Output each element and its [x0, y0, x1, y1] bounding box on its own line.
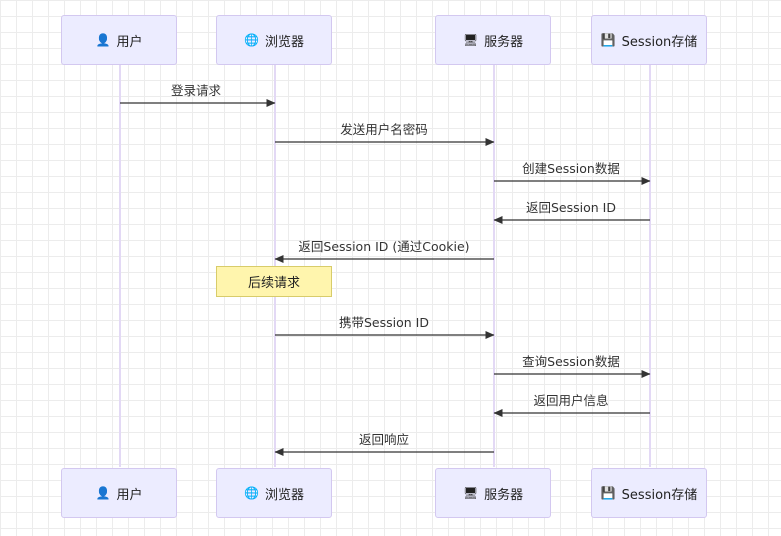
participant-browser-bottom: 🌐 浏览器 — [216, 468, 332, 518]
participant-label: 服务器 — [484, 34, 524, 50]
participant-session-store-top: 💾 Session存储 — [591, 15, 707, 65]
message-label: 发送用户名密码 — [340, 122, 428, 137]
user-icon: 👤 — [95, 486, 111, 500]
participant-user-bottom: 👤 用户 — [61, 468, 177, 518]
monitor-icon: 🖥 — [462, 33, 479, 47]
message-label: 创建Session数据 — [522, 161, 620, 176]
message-label: 返回Session ID — [526, 200, 616, 215]
floppy-disk-icon: 💾 — [600, 33, 616, 47]
participant-label: 用户 — [116, 34, 143, 50]
participant-browser-top: 🌐 浏览器 — [216, 15, 332, 65]
message-label: 返回Session ID (通过Cookie) — [298, 239, 470, 254]
message-label: 携带Session ID — [339, 315, 429, 330]
lifeline-session-store — [649, 65, 651, 467]
participant-label: 浏览器 — [264, 487, 304, 503]
participant-label: Session存储 — [621, 34, 698, 50]
lifeline-user — [119, 65, 121, 467]
participant-label: Session存储 — [621, 487, 698, 503]
globe-icon: 🌐 — [244, 486, 259, 500]
lifeline-server — [493, 65, 495, 467]
globe-icon: 🌐 — [244, 33, 259, 47]
user-icon: 👤 — [95, 33, 111, 47]
participant-label: 用户 — [116, 487, 143, 503]
message-label: 返回用户信息 — [533, 393, 609, 408]
participant-user-top: 👤 用户 — [61, 15, 177, 65]
message-label: 查询Session数据 — [522, 354, 620, 369]
monitor-icon: 🖥 — [462, 486, 479, 500]
participant-server-bottom: 🖥 服务器 — [435, 468, 551, 518]
message-label: 登录请求 — [170, 83, 221, 98]
note-label: 后续请求 — [247, 276, 300, 291]
message-label: 返回响应 — [358, 432, 409, 447]
note-subsequent-requests: 后续请求 — [216, 266, 332, 297]
floppy-disk-icon: 💾 — [600, 486, 616, 500]
participant-session-store-bottom: 💾 Session存储 — [591, 468, 707, 518]
participant-server-top: 🖥 服务器 — [435, 15, 551, 65]
participant-label: 服务器 — [484, 487, 524, 503]
participant-label: 浏览器 — [264, 34, 304, 50]
